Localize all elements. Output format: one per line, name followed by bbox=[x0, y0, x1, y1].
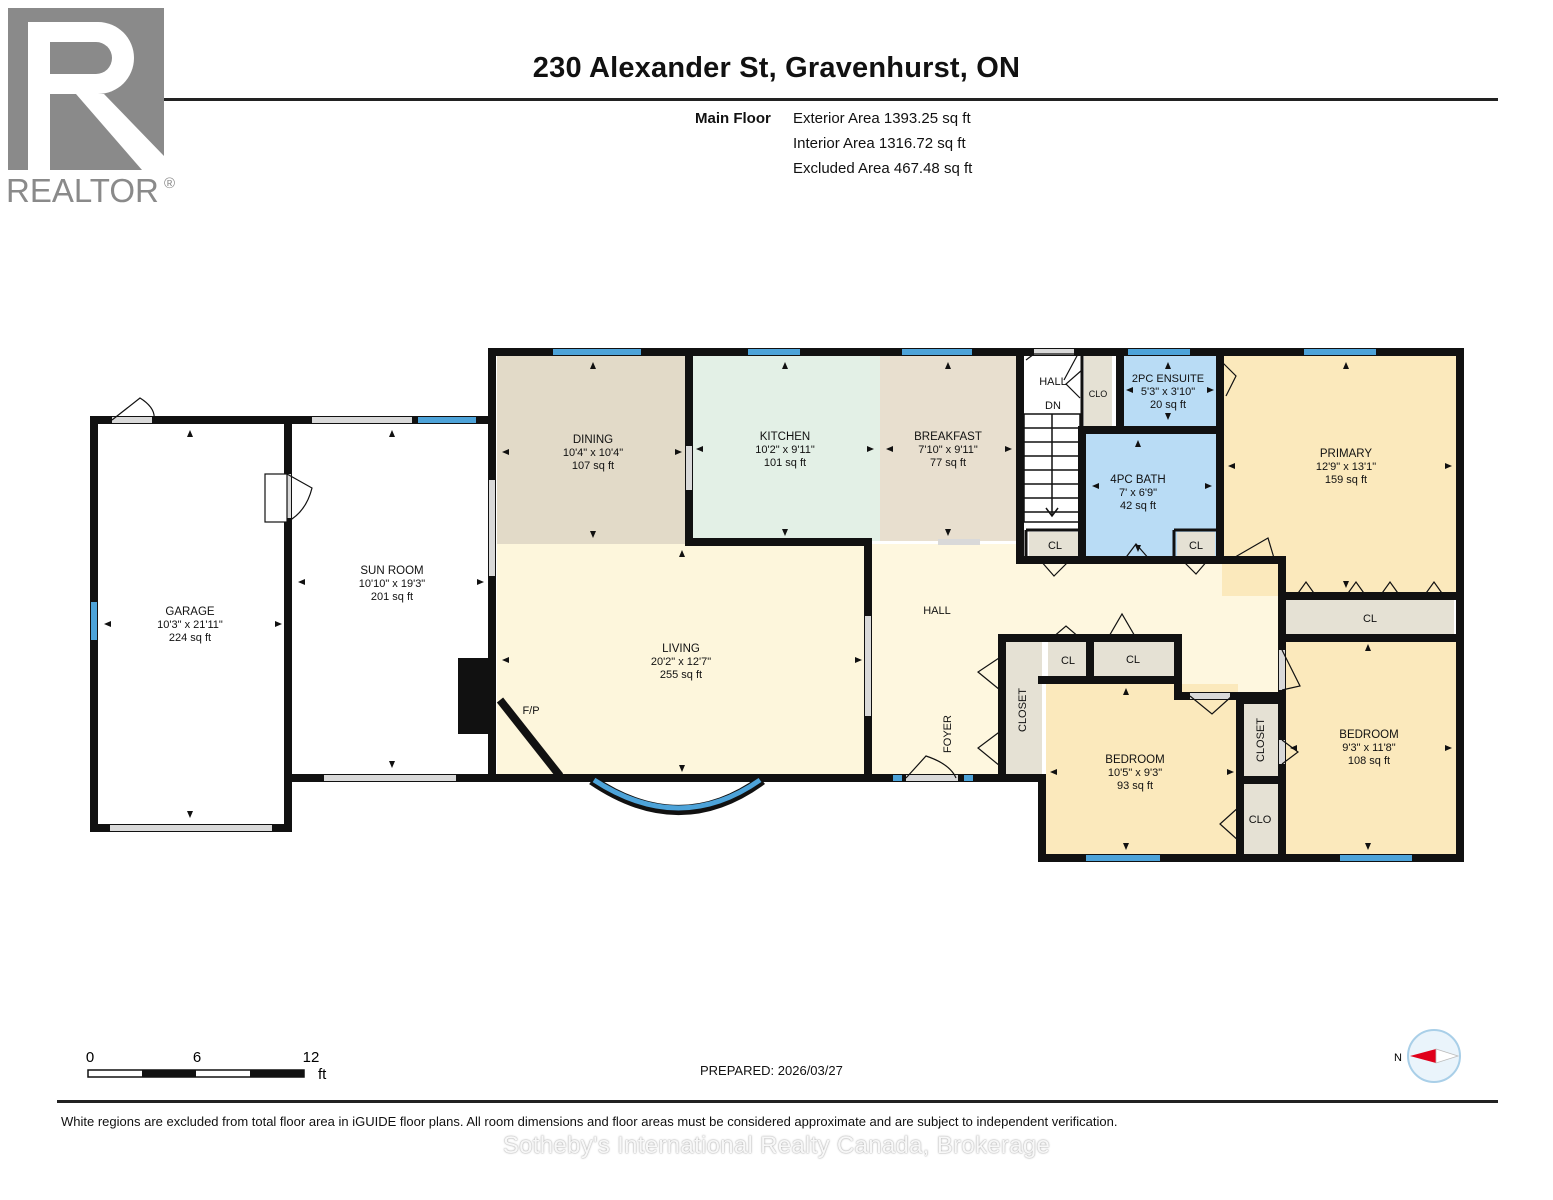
fireplace-hearth bbox=[496, 697, 564, 779]
interior-area: Interior Area 1316.72 sq ft bbox=[793, 135, 966, 152]
breakfast-fill bbox=[880, 356, 1018, 541]
header-divider bbox=[57, 98, 1498, 101]
disclaimer-note: White regions are excluded from total fl… bbox=[61, 1114, 1118, 1129]
compass-n-label: N bbox=[1394, 1052, 1402, 1064]
clo-top-fill bbox=[1084, 356, 1112, 430]
hall-fill bbox=[870, 544, 1280, 776]
cl5-label: CL bbox=[1363, 613, 1377, 625]
bedroom2-fill bbox=[1284, 640, 1458, 856]
ensuite-dims: 5'3" x 3'10" bbox=[1141, 386, 1195, 398]
dining-fill bbox=[497, 356, 687, 544]
garage-name: GARAGE bbox=[165, 606, 215, 618]
living-area: 255 sq ft bbox=[660, 669, 702, 681]
bay-window-glass bbox=[592, 777, 762, 811]
kitchen-name: KITCHEN bbox=[760, 431, 810, 443]
kitchen-area: 101 sq ft bbox=[764, 457, 806, 469]
windows bbox=[91, 349, 1412, 861]
door-swings bbox=[111, 353, 1445, 843]
cl2-label: CL bbox=[1189, 540, 1203, 552]
bedroom1-area: 93 sq ft bbox=[1117, 780, 1153, 792]
fireplace-label: F/P bbox=[522, 705, 539, 717]
bedroom2-area: 108 sq ft bbox=[1348, 755, 1390, 767]
bedroom2-dims: 9'3" x 11'8" bbox=[1342, 742, 1395, 754]
sunroom-name: SUN ROOM bbox=[360, 565, 423, 577]
down-label: DN bbox=[1045, 400, 1061, 412]
thin-walls bbox=[1024, 352, 1218, 560]
kitchen-fill bbox=[690, 356, 880, 541]
garage-area: 224 sq ft bbox=[169, 632, 211, 644]
exterior-area: Exterior Area 1393.25 sq ft bbox=[793, 110, 971, 127]
closet1-label: CLOSET bbox=[1017, 688, 1029, 732]
garage-dims: 10'3" x 21'11" bbox=[157, 619, 223, 631]
living-name: LIVING bbox=[662, 643, 700, 655]
dining-name: DINING bbox=[573, 434, 613, 446]
primary-area: 159 sq ft bbox=[1325, 474, 1367, 486]
foyer-label: FOYER bbox=[942, 715, 954, 753]
compass-icon: N bbox=[1394, 1029, 1461, 1083]
stairs bbox=[1023, 413, 1081, 523]
walls bbox=[90, 348, 1464, 862]
cl3-label: CL bbox=[1061, 655, 1075, 667]
cl4-fill bbox=[1092, 640, 1174, 678]
sunroom-area: 201 sq ft bbox=[371, 591, 413, 603]
primary-name: PRIMARY bbox=[1320, 448, 1373, 460]
primary-closet-fill bbox=[1286, 596, 1454, 636]
clo-bottom-fill bbox=[1242, 784, 1278, 854]
cl1-label: CL bbox=[1048, 540, 1062, 552]
scale-bar: 0 6 12 ft bbox=[86, 1049, 327, 1083]
cl2-fill bbox=[1177, 532, 1215, 558]
brokerage-watermark: Sotheby's International Realty Canada, B… bbox=[502, 1132, 1051, 1159]
dining-dims: 10'4" x 10'4" bbox=[563, 447, 623, 459]
breakfast-dims: 7'10" x 9'11" bbox=[918, 444, 978, 456]
bedroom1-fill bbox=[1046, 684, 1238, 856]
cl4-label: CL bbox=[1126, 654, 1140, 666]
scale-tick-0: 0 bbox=[86, 1049, 94, 1066]
cl1-fill bbox=[1029, 532, 1081, 558]
scale-tick-12: 12 bbox=[303, 1049, 320, 1066]
dimension-arrows bbox=[104, 362, 1452, 850]
hall-label: HALL bbox=[923, 605, 951, 617]
hall-top-label: HALL bbox=[1039, 376, 1067, 388]
openings bbox=[110, 349, 1285, 831]
bedroom2-name: BEDROOM bbox=[1339, 729, 1398, 741]
clo-bottom-label: CLO bbox=[1249, 814, 1272, 826]
primary-dims: 12'9" x 13'1" bbox=[1316, 461, 1376, 473]
closet1-fill bbox=[1004, 642, 1042, 774]
dining-area: 107 sq ft bbox=[572, 460, 614, 472]
prepared-date: PREPARED: 2026/03/27 bbox=[700, 1063, 843, 1078]
bath-area: 42 sq ft bbox=[1120, 500, 1156, 512]
breakfast-name: BREAKFAST bbox=[914, 431, 982, 443]
realtor-wordmark: REALTOR bbox=[6, 172, 159, 209]
excluded-area: Excluded Area 467.48 sq ft bbox=[793, 160, 973, 177]
living-fill bbox=[497, 544, 866, 776]
realtor-r-logo: REALTOR ® bbox=[6, 8, 175, 209]
closet2-label: CLOSET bbox=[1255, 718, 1267, 762]
bath-dims: 7' x 6'9" bbox=[1119, 487, 1157, 499]
cl3-fill bbox=[1048, 642, 1088, 678]
scale-tick-6: 6 bbox=[193, 1049, 201, 1066]
sunroom-dims: 10'10" x 19'3" bbox=[359, 578, 426, 590]
footer-divider bbox=[57, 1100, 1498, 1103]
scale-unit: ft bbox=[318, 1066, 327, 1083]
floor-label: Main Floor bbox=[695, 110, 771, 127]
kitchen-dims: 10'2" x 9'11" bbox=[755, 444, 815, 456]
bath-name: 4PC BATH bbox=[1110, 474, 1165, 486]
ensuite-name: 2PC ENSUITE bbox=[1132, 373, 1204, 385]
bedroom1-name: BEDROOM bbox=[1105, 754, 1164, 766]
closet2-fill bbox=[1242, 704, 1278, 776]
ensuite-fill bbox=[1124, 356, 1218, 426]
fireplace bbox=[458, 658, 490, 734]
property-address: 230 Alexander St, Gravenhurst, ON bbox=[532, 52, 1021, 84]
clo-top-label: CLO bbox=[1089, 389, 1108, 399]
breakfast-area: 77 sq ft bbox=[930, 457, 966, 469]
registered-mark: ® bbox=[164, 175, 175, 192]
bedroom1-dims: 10'5" x 9'3" bbox=[1108, 767, 1162, 779]
living-dims: 20'2" x 12'7" bbox=[651, 656, 711, 668]
ensuite-area: 20 sq ft bbox=[1150, 399, 1186, 411]
